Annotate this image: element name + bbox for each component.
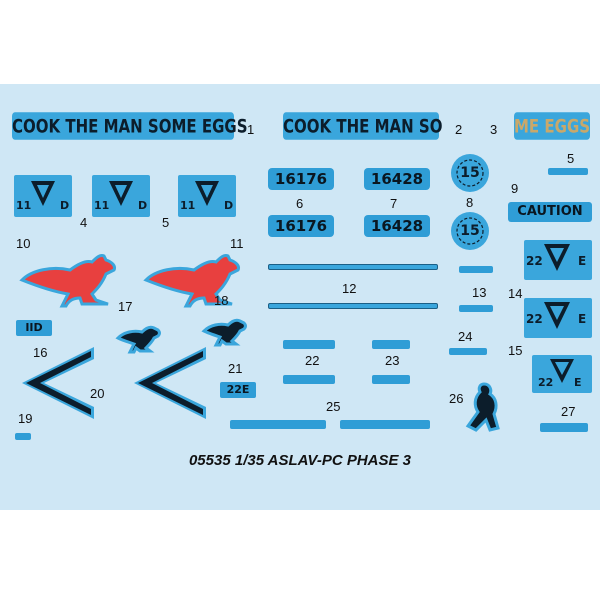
- label-18: 18: [214, 293, 229, 308]
- unit-right: D: [224, 199, 234, 212]
- kangaroo-emblem-icon: [465, 382, 500, 432]
- label-15: 15: [508, 343, 523, 358]
- label-2: 2: [455, 122, 463, 137]
- strip-23b: [372, 375, 410, 384]
- label-23: 23: [385, 353, 400, 368]
- triangle-marking-22e-small: 22 E: [532, 355, 592, 393]
- unit-right: E: [578, 254, 587, 268]
- decal-sheet: [0, 84, 600, 510]
- label-21: 21: [228, 361, 243, 376]
- serial-7a: 16428: [364, 168, 430, 190]
- slogan-3: ME EGGS: [514, 112, 590, 140]
- label-22: 22: [305, 353, 320, 368]
- unit-right: E: [578, 312, 587, 326]
- circle-icon: [451, 212, 489, 250]
- label-7: 7: [390, 196, 398, 211]
- black-kangaroo-icon: [115, 325, 161, 354]
- tiny-strip-19: [15, 433, 31, 440]
- unit-right: D: [138, 199, 148, 212]
- red-kangaroo-icon: [19, 254, 116, 308]
- caution-decal: CAUTION: [508, 202, 592, 222]
- label-12: 12: [342, 281, 357, 296]
- circle-icon: [451, 154, 489, 192]
- label-11: 11: [230, 236, 244, 251]
- triangle-marking-11d: 11 D: [14, 175, 72, 217]
- label-8: 8: [466, 195, 474, 210]
- triangle-icon: [524, 298, 592, 338]
- triangle-icon: [92, 175, 150, 217]
- triangle-marking-11d: 11 D: [92, 175, 150, 217]
- circle-marking: 15: [450, 153, 490, 193]
- label-10: 10: [16, 236, 31, 251]
- triangle-icon: [532, 355, 592, 393]
- strip-13b: [459, 305, 493, 312]
- serial-6b: 16176: [268, 215, 334, 237]
- red-kangaroo-icon: [143, 254, 240, 308]
- sheet-title: 05535 1/35 ASLAV-PC PHASE 3: [188, 452, 412, 469]
- label-20: 20: [90, 386, 105, 401]
- stripe-12b: [268, 303, 438, 309]
- strip-13a: [459, 266, 493, 273]
- strip-25a: [230, 420, 326, 429]
- triangle-icon: [178, 175, 236, 217]
- chevron-icon: [134, 347, 206, 419]
- unit-left: 22: [538, 376, 554, 389]
- triangle-icon: [14, 175, 72, 217]
- unit-left: 22: [526, 312, 543, 326]
- serial-7b: 16428: [364, 215, 430, 237]
- label-26: 26: [449, 391, 464, 406]
- stencil-strip: [548, 168, 588, 175]
- e22-tag: 22E: [220, 382, 256, 398]
- strip-23a: [372, 340, 410, 349]
- chevron-icon: [22, 347, 94, 419]
- triangle-icon: [524, 240, 592, 280]
- label-25: 25: [326, 399, 341, 414]
- label-4: 5: [567, 151, 575, 166]
- label-5: 4: [80, 215, 88, 230]
- label-27: 27: [561, 404, 576, 419]
- slogan-2: COOK THE MAN SO: [283, 112, 442, 140]
- label-14: 14: [508, 286, 523, 301]
- slogan-1: COOK THE MAN SOME EGGS: [12, 112, 248, 140]
- label-24: 24: [458, 329, 473, 344]
- unit-right: D: [60, 199, 70, 212]
- triangle-marking-22e: 22 E: [524, 240, 592, 280]
- triangle-marking-11d: 11 D: [178, 175, 236, 217]
- strip-22b: [283, 375, 335, 384]
- triangle-marking-22e: 22 E: [524, 298, 592, 338]
- label-9: 9: [511, 181, 519, 196]
- strip-25b: [340, 420, 430, 429]
- unit-left: 22: [526, 254, 543, 268]
- serial-6a: 16176: [268, 168, 334, 190]
- label-6: 6: [296, 196, 304, 211]
- unit-right: E: [574, 376, 582, 389]
- label-1: 1: [247, 122, 255, 137]
- circle-number: 15: [460, 165, 480, 181]
- strip-24: [449, 348, 487, 355]
- iid-tag: IID: [16, 320, 52, 336]
- unit-left: 11: [16, 199, 32, 212]
- strip-22a: [283, 340, 335, 349]
- label-13: 13: [472, 285, 487, 300]
- label-5b: 5: [162, 215, 170, 230]
- label-17: 17: [118, 299, 133, 314]
- circle-number: 15: [460, 223, 480, 239]
- circle-marking: 15: [450, 211, 490, 251]
- strip-27: [540, 423, 588, 432]
- label-16: 16: [33, 345, 48, 360]
- black-kangaroo-icon: [201, 318, 247, 347]
- unit-left: 11: [94, 199, 110, 212]
- label-19: 19: [18, 411, 33, 426]
- label-3: 3: [490, 122, 498, 137]
- unit-left: 11: [180, 199, 196, 212]
- stripe-12a: [268, 264, 438, 270]
